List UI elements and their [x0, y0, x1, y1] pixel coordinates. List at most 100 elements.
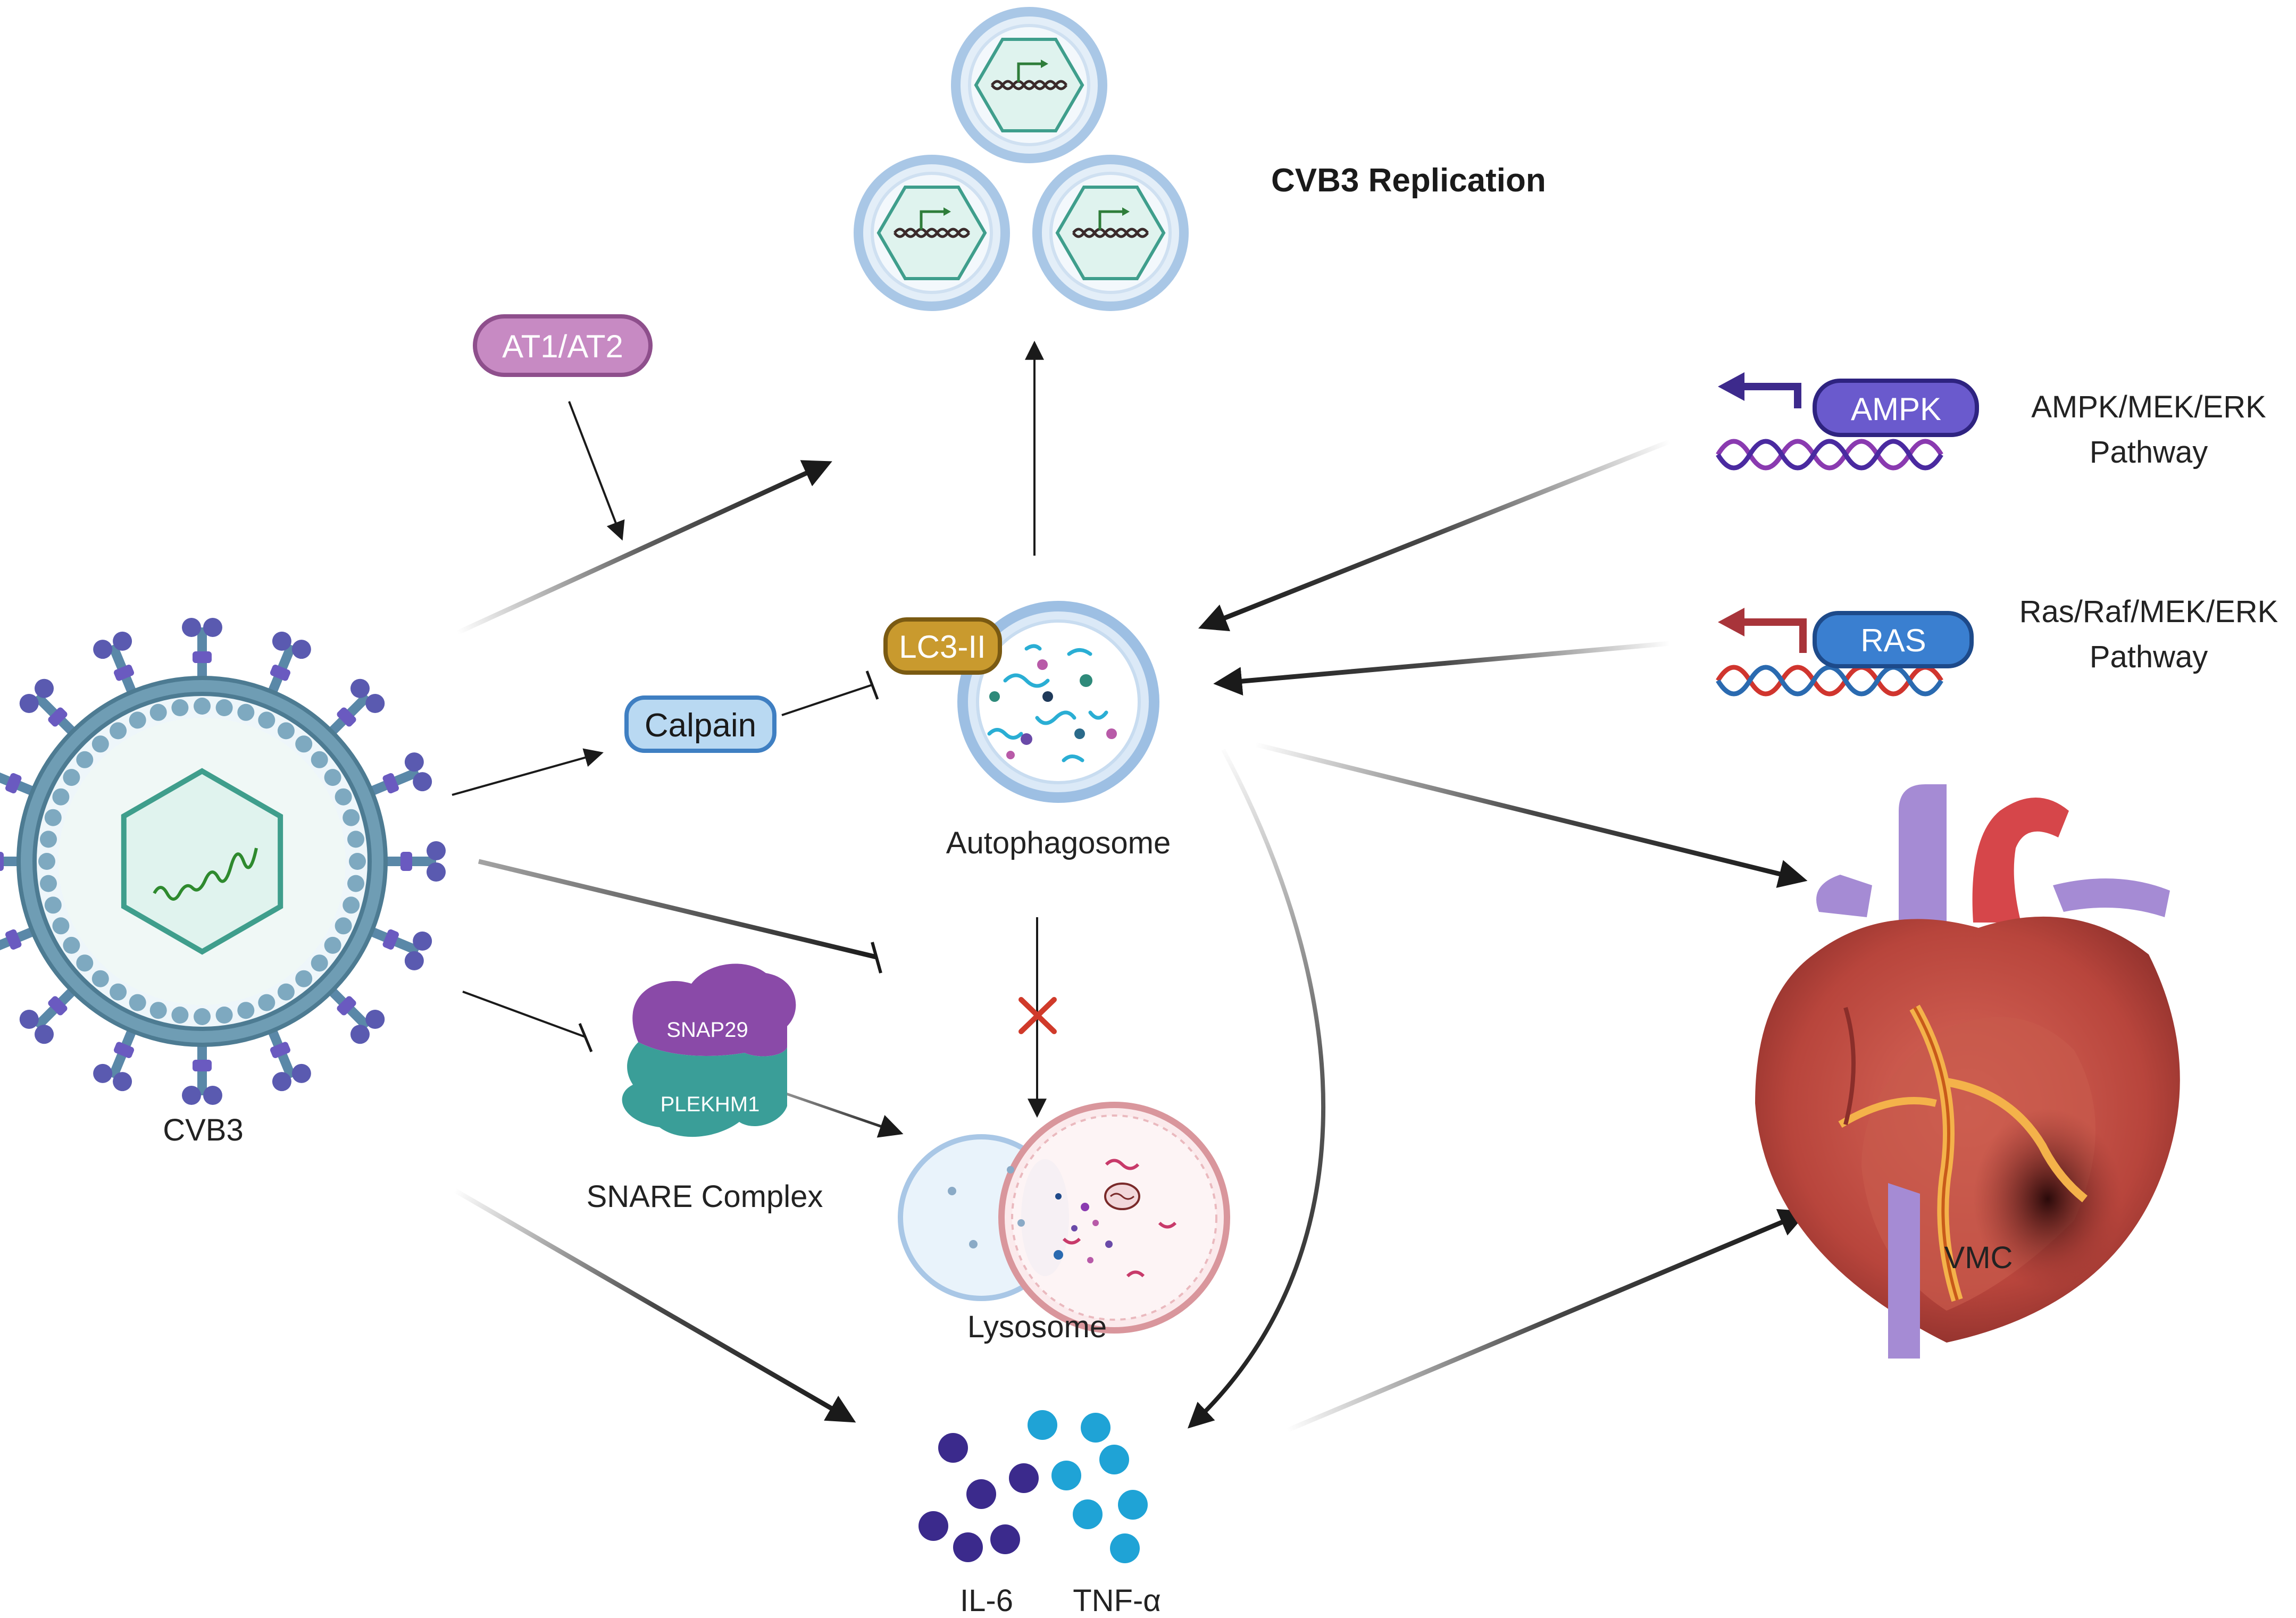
membrane-bead: [347, 875, 364, 892]
membrane-bead: [52, 917, 70, 935]
cytokine-icon: [919, 1410, 1148, 1563]
virus-spike: [322, 982, 385, 1044]
virus-spike: [0, 767, 42, 799]
membrane-bead: [295, 970, 313, 987]
membrane-bead: [63, 769, 80, 786]
membrane-bead: [215, 1007, 233, 1024]
membrane-bead: [63, 936, 80, 954]
membrane-bead: [40, 831, 57, 848]
replication-label: CVB3 Replication: [1271, 162, 1546, 199]
membrane-bead: [40, 875, 57, 892]
arrow-left-icon: [1718, 608, 1744, 636]
membrane-bead: [38, 853, 55, 870]
membrane-bead: [237, 703, 255, 721]
arrow-curve-autophagosome-to-cytokines: [1188, 749, 1325, 1429]
inhibit-cvb3-fusion: [478, 859, 878, 960]
virus-spike: [0, 924, 42, 955]
lc3-pill: LC3-II: [883, 617, 1002, 675]
plekhm1-label: PLEKHM1: [661, 1093, 760, 1116]
membrane-bead: [171, 699, 189, 716]
membrane-bead: [44, 896, 62, 914]
membrane-bead: [110, 983, 127, 1001]
virus-spike: [362, 752, 432, 799]
membrane-bead: [194, 1008, 211, 1025]
ras-pathway-line2: Pathway: [2090, 640, 2208, 674]
inhibit-calpain-lc3-bar: [865, 670, 879, 700]
ras-pathway-line1: Ras/Raf/MEK/ERK: [2019, 594, 2278, 629]
snap29-label: SNAP29: [666, 1018, 748, 1042]
tnf-molecule: [1028, 1410, 1057, 1440]
ampk-pathway-line1: AMPK/MEK/ERK: [2031, 390, 2266, 424]
membrane-bead: [171, 1007, 189, 1024]
membrane-bead: [129, 711, 146, 729]
membrane-bead: [347, 831, 364, 848]
inhibit-cvb3-fusion-bar: [871, 942, 882, 974]
vmc-label: VMC: [1944, 1240, 2013, 1275]
il6-molecule: [1009, 1463, 1039, 1493]
membrane-bead: [343, 896, 360, 914]
arrow-ampk-to-autophagosome: [1198, 439, 1671, 632]
vesicle-icon: [951, 7, 1107, 163]
virus-spike: [362, 924, 432, 970]
virus-spike: [19, 982, 82, 1044]
membrane-bead: [324, 936, 341, 954]
membrane-bead: [149, 703, 167, 721]
lysosome-icon: [898, 1102, 1230, 1334]
membrane-bead: [52, 788, 70, 806]
snare-icon: SNAP29 PLEKHM1: [622, 963, 796, 1137]
tnf-molecule: [1118, 1490, 1148, 1520]
virus-spike: [0, 852, 27, 871]
membrane-bead: [44, 809, 62, 826]
membrane-bead: [349, 853, 366, 870]
membrane-bead: [91, 970, 109, 987]
membrane-bead: [295, 735, 313, 753]
ampk-gene: AMPK: [1716, 372, 1979, 471]
tnf-molecule: [1073, 1499, 1103, 1529]
il6-molecule: [990, 1524, 1020, 1554]
arrow-cvb3-to-replication: [456, 460, 832, 635]
connectors: [445, 340, 1808, 1433]
ampk-label: AMPK: [1851, 391, 1941, 427]
il6-molecule: [953, 1532, 983, 1562]
tnf-molecule: [1051, 1461, 1081, 1490]
lc3-label: LC3-II: [899, 629, 986, 665]
autophagosome-label: Autophagosome: [946, 826, 1171, 860]
cvb3-label: CVB3: [163, 1113, 244, 1147]
blocked-cross-icon: [1018, 997, 1057, 1034]
membrane-bead: [311, 954, 328, 972]
inhibit-cvb3-snare-bar: [578, 1023, 593, 1052]
virus-spike: [93, 1021, 140, 1092]
membrane-bead: [194, 698, 211, 715]
membrane-bead: [277, 722, 295, 740]
vesicle-icon: [1032, 155, 1189, 311]
membrane-bead: [110, 722, 127, 740]
membrane-bead: [149, 1002, 167, 1019]
membrane-bead: [277, 983, 295, 1001]
il6-molecule: [966, 1479, 996, 1509]
membrane-bead: [324, 769, 341, 786]
virus-spike: [182, 1037, 222, 1105]
virus-spike: [264, 631, 311, 701]
ampk-pathway-line2: Pathway: [2090, 435, 2208, 470]
vesicle-icon: [854, 155, 1010, 311]
arrow-ras-to-autophagosome: [1213, 641, 1671, 696]
snare-label: SNARE Complex: [587, 1179, 823, 1214]
autophagosome-icon: [957, 601, 1159, 803]
il6-molecule: [919, 1511, 948, 1541]
inhibit-cvb3-snare: [462, 991, 586, 1038]
arrow-cytokines-to-vmc: [1286, 1209, 1808, 1433]
dna-icon: [1716, 665, 1943, 697]
membrane-bead: [129, 994, 146, 1011]
arrow-cvb3-to-cytokines: [445, 1184, 856, 1423]
inhibit-calpain-lc3: [781, 684, 873, 716]
arrow-at-to-replication: [568, 401, 625, 541]
heart-icon: [1755, 784, 2180, 1359]
il6-molecule: [938, 1433, 968, 1463]
arrow-cvb3-to-calpain: [452, 748, 604, 796]
membrane-bead: [335, 788, 352, 806]
virus-spike: [182, 618, 222, 686]
membrane-bead: [91, 735, 109, 753]
membrane-bead: [258, 994, 275, 1011]
